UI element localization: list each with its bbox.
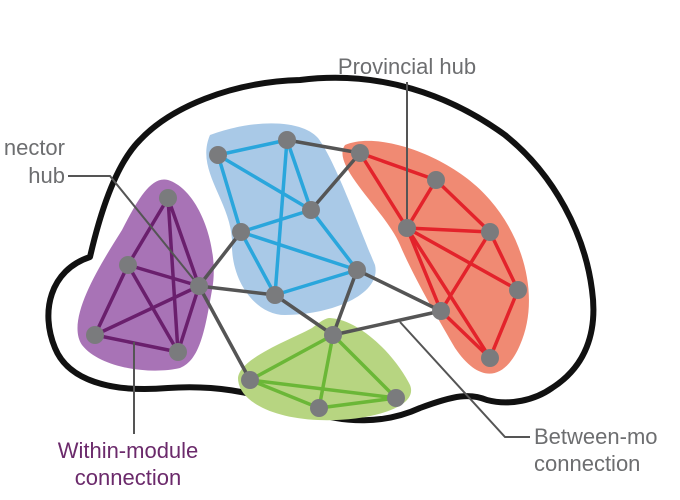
between-edge — [331, 268, 359, 337]
within-edge — [248, 378, 398, 400]
nodes — [86, 131, 527, 417]
within-module-purple-edges — [93, 196, 201, 354]
within-edge — [216, 153, 313, 212]
within-edge — [248, 333, 335, 382]
node-blue — [278, 131, 296, 149]
within-edge — [239, 230, 277, 297]
node-purple — [119, 256, 137, 274]
provincial-hub-node — [398, 219, 416, 237]
node-blue — [232, 223, 250, 241]
node-purple — [169, 343, 187, 361]
node-red — [427, 171, 445, 189]
node-red — [351, 144, 369, 162]
within-edge — [439, 309, 492, 360]
node-purple — [86, 326, 104, 344]
within-edge — [358, 151, 438, 182]
node-green — [387, 389, 405, 407]
within-edge — [331, 333, 398, 400]
leader-lines — [68, 82, 530, 438]
within-module-green-edges — [248, 333, 398, 410]
within-edge — [317, 333, 335, 410]
node-red — [481, 349, 499, 367]
node-blue — [266, 286, 284, 304]
within-edge — [176, 284, 201, 354]
within-edge — [239, 230, 359, 272]
between-edge — [273, 293, 335, 337]
within-edge — [405, 226, 443, 313]
within-edge — [439, 230, 492, 313]
node-red — [432, 302, 450, 320]
within-edge — [248, 378, 321, 410]
within-edge — [358, 151, 409, 230]
between-edge — [197, 284, 252, 382]
between-edge — [197, 284, 277, 297]
node-red — [481, 223, 499, 241]
within-edge — [405, 226, 492, 360]
within-edge — [488, 288, 520, 360]
between-edge — [309, 151, 362, 212]
within-module-red-edges — [358, 151, 520, 360]
brain-outline — [45, 74, 597, 424]
within-edge — [166, 196, 201, 288]
node-blue — [209, 146, 227, 164]
within-edge — [273, 138, 289, 297]
between-edge — [355, 268, 443, 313]
within-edge — [93, 263, 130, 337]
between-module-connections — [197, 138, 443, 382]
node-blue — [348, 261, 366, 279]
within-edge — [309, 208, 359, 272]
within-edge — [239, 208, 313, 234]
between-module-label-line1: Between-mo — [534, 424, 658, 449]
within-edge — [273, 268, 359, 297]
node-purple — [159, 189, 177, 207]
between-module-leader — [399, 321, 530, 438]
within-edge — [405, 226, 492, 234]
node-green — [324, 326, 342, 344]
within-edge — [405, 226, 520, 292]
between-edge — [285, 138, 362, 155]
within-edge — [285, 138, 313, 212]
connector-hub-node — [190, 277, 208, 295]
within-edge — [317, 396, 398, 410]
within-module-label-line1: Within-module — [58, 438, 199, 463]
between-edge — [331, 309, 443, 337]
within-edge — [216, 153, 243, 234]
within-edge — [166, 196, 180, 354]
within-edge — [93, 333, 180, 354]
within-edge — [434, 178, 492, 234]
node-green — [310, 399, 328, 417]
within-module-blue-edges — [216, 138, 359, 297]
within-module-label-line2: connection — [75, 465, 181, 490]
within-edge — [216, 138, 289, 157]
within-edge — [405, 178, 438, 230]
within-edge — [126, 263, 201, 288]
connector-hub-label-line1: nector — [4, 135, 65, 160]
between-edge — [197, 230, 243, 288]
within-edge — [93, 284, 201, 337]
node-red — [509, 281, 527, 299]
within-edge — [126, 196, 170, 267]
node-blue — [302, 201, 320, 219]
connector-hub-label-line2: hub — [28, 163, 65, 188]
connector-hub-leader — [68, 175, 200, 287]
between-module-label-line2: connection — [534, 451, 640, 476]
node-green — [241, 371, 259, 389]
within-edge — [488, 230, 520, 292]
provincial-hub-label: Provincial hub — [338, 54, 476, 79]
